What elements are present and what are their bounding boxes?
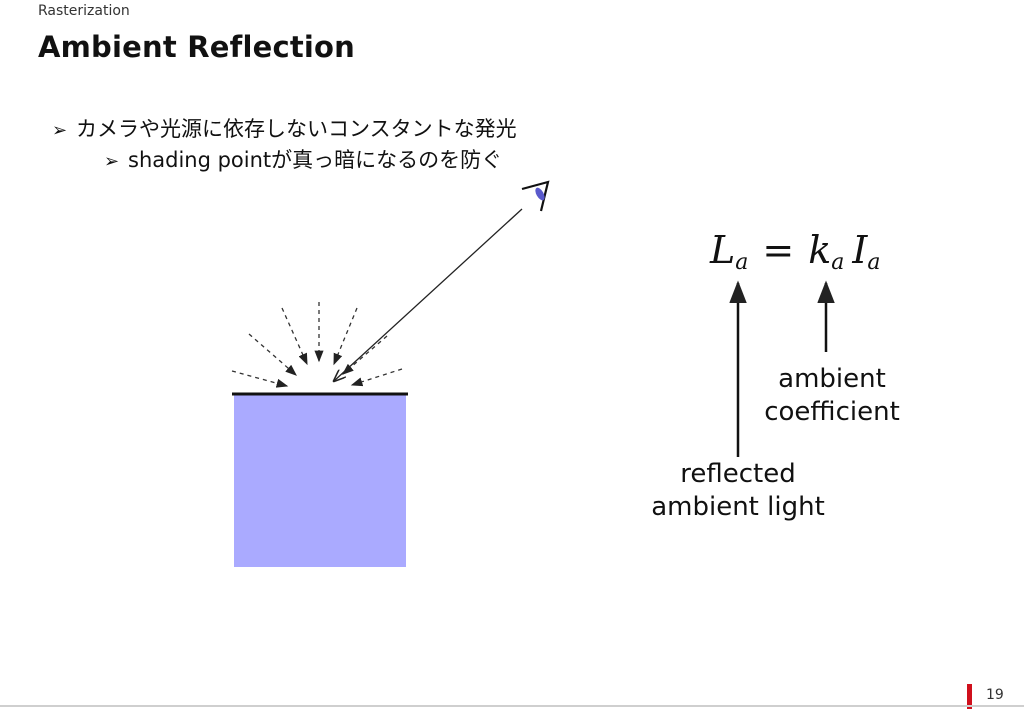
slide-title: Ambient Reflection	[38, 30, 356, 64]
section-label: Rasterization	[38, 3, 130, 19]
formula-k-sub: a	[831, 250, 845, 275]
bullet-text: カメラや光源に依存しないコンスタントな発光	[76, 117, 517, 141]
ambient-ray	[248, 333, 297, 376]
formula-L-sub: a	[735, 250, 749, 275]
surface-block	[234, 394, 406, 567]
formula-L: L	[710, 228, 736, 272]
annot-line: coefficient	[764, 397, 900, 427]
formula-I-sub: a	[867, 250, 881, 275]
eye-icon	[521, 180, 550, 212]
ambient-ray	[350, 368, 403, 387]
footer-divider	[0, 705, 1024, 707]
ambient-coefficient-label: ambient coefficient	[754, 363, 910, 429]
formula-k: k	[808, 228, 832, 272]
annot-line: ambient light	[651, 492, 825, 522]
formula-equals: =	[762, 228, 795, 272]
annot-line: ambient	[778, 364, 886, 394]
ambient-ray	[333, 307, 358, 366]
bullet-item: ➢ shading pointが真っ暗になるのを防ぐ	[104, 144, 502, 174]
reflected-ray	[334, 208, 523, 381]
bullet-arrow-icon: ➢	[52, 120, 68, 141]
reflected-ambient-light-label: reflected ambient light	[643, 458, 833, 524]
annot-line: reflected	[680, 459, 796, 489]
bullet-text: shading pointが真っ暗になるのを防ぐ	[128, 148, 503, 172]
page-number: 19	[986, 687, 1004, 703]
ambient-ray	[281, 307, 308, 366]
bullet-item: ➢ カメラや光源に依存しないコンスタントな発光	[52, 113, 517, 143]
ambient-ray	[231, 370, 289, 388]
ambient-rays	[231, 302, 403, 388]
ambient-ray	[342, 335, 388, 375]
page-accent-bar	[967, 684, 972, 709]
bullet-arrow-icon: ➢	[104, 151, 120, 172]
formula-I: I	[852, 228, 868, 272]
